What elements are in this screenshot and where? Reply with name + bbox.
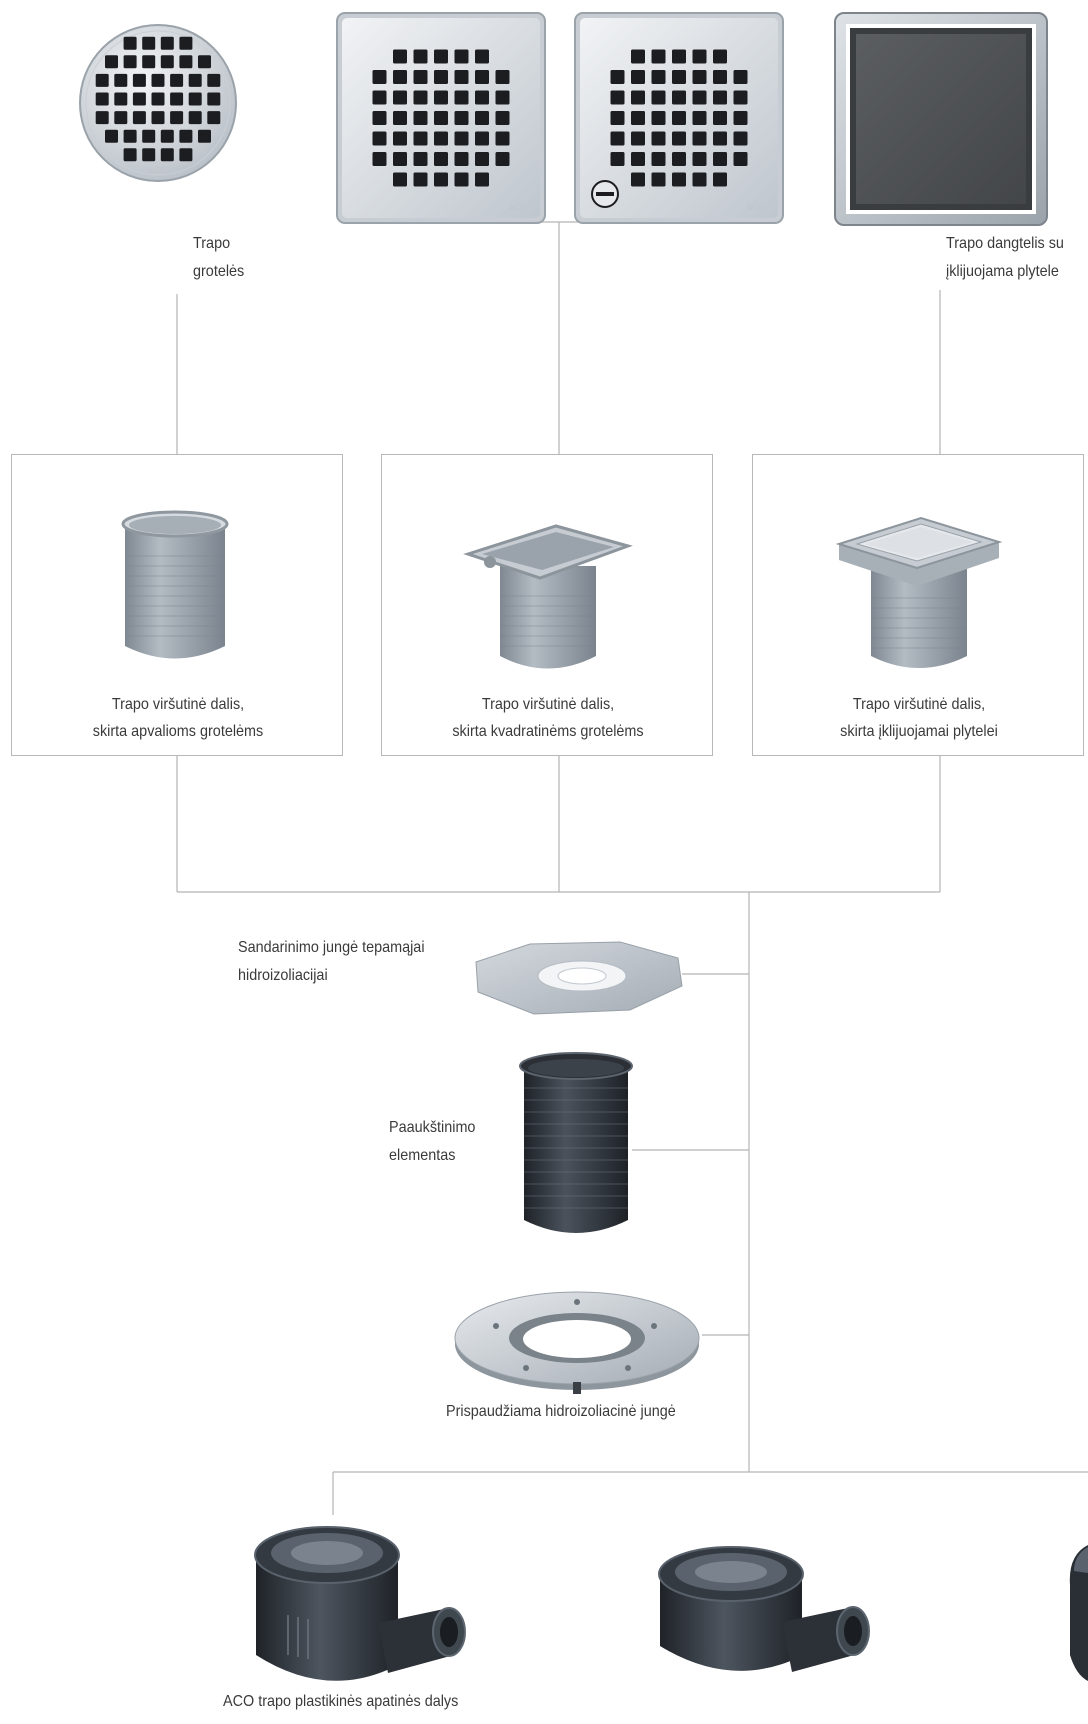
upper-square-image — [460, 506, 636, 676]
upper-tile-image — [833, 498, 1005, 674]
square-grate-lock-image: ACO — [574, 12, 784, 224]
upper-round-image — [115, 506, 235, 666]
label-upper-round-line1: Trapo viršutinė dalis, — [111, 696, 245, 713]
grate-brand-mark: ACO — [149, 166, 166, 175]
label-extension-line1: Paaukštinimo — [389, 1119, 476, 1136]
sealing-collar-image — [470, 940, 684, 1016]
card-upper-square: Trapo viršutinė dalis, skirta kvadratinė… — [381, 454, 713, 756]
svg-text:ACO: ACO — [509, 203, 526, 212]
square-grate-image: ACO — [336, 12, 546, 224]
extension-element-image — [514, 1048, 638, 1244]
round-grate-image: ACO — [78, 23, 238, 183]
label-tile-cover-line2: įklijuojama plytele — [946, 263, 1059, 280]
label-sealing-collar-line2: hidroizoliacijai — [238, 967, 328, 984]
label-upper-square-line2: skirta kvadratinėms grotelėms — [452, 723, 644, 740]
label-extension-line2: elementas — [389, 1147, 456, 1164]
svg-text:ACO: ACO — [747, 203, 764, 212]
label-round-grate-line1: Trapo — [193, 235, 231, 252]
label-upper-square-line1: Trapo viršutinė dalis, — [481, 696, 615, 713]
label-upper-tile-line2: skirta įklijuojamai plytelei — [840, 723, 998, 740]
bottom-body-3-image-partial — [1064, 1525, 1088, 1695]
label-sealing-collar-line1: Sandarinimo jungė tepamąjai — [238, 939, 425, 956]
label-round-grate-line2: grotelės — [193, 263, 245, 280]
bottom-body-1-image — [248, 1505, 470, 1705]
label-upper-tile-line1: Trapo viršutinė dalis, — [852, 696, 986, 713]
label-clamp-ring: Prispaudžiama hidroizoliacinė jungė — [446, 1403, 676, 1420]
clamp-ring-image — [452, 1288, 702, 1396]
label-tile-cover-line1: Trapo dangtelis su — [946, 235, 1064, 252]
label-upper-round-line2: skirta apvalioms grotelėms — [92, 723, 264, 740]
card-upper-tile: Trapo viršutinė dalis, skirta įklijuojam… — [752, 454, 1084, 756]
label-bottom-parts: ACO trapo plastikinės apatinės dalys — [223, 1693, 459, 1710]
card-upper-round: Trapo viršutinė dalis, skirta apvalioms … — [11, 454, 343, 756]
tile-cover-image — [834, 12, 1048, 226]
bottom-body-2-image — [652, 1530, 874, 1700]
